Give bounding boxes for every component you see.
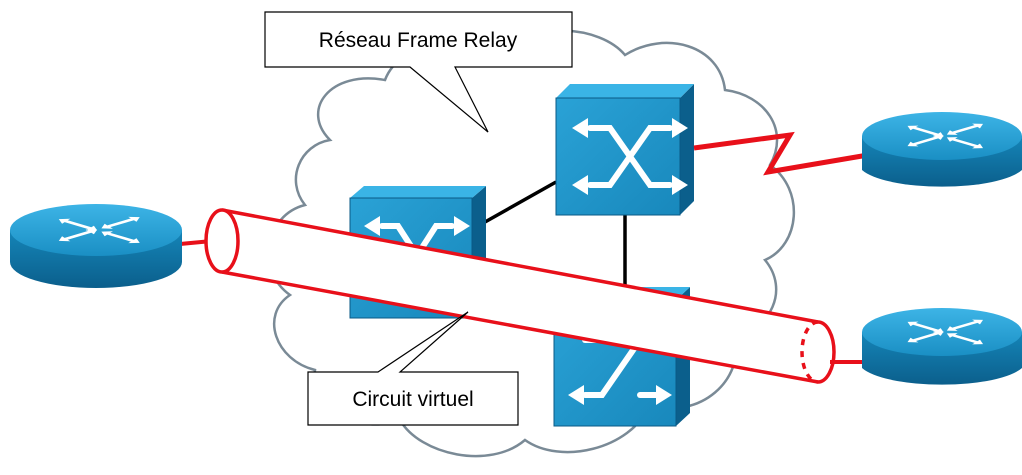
router-bottom-right [862,308,1022,385]
network-label: Réseau Frame Relay [319,29,518,52]
circuit-callout: Circuit virtuel [307,311,519,426]
router-top-right [862,112,1022,187]
serial-link [693,131,869,176]
network-callout: Réseau Frame Relay [264,11,573,133]
router-left [10,204,182,288]
switch-top [555,84,694,216]
circuit-label: Circuit virtuel [352,388,473,411]
virtual-circuit-tube [204,208,836,384]
